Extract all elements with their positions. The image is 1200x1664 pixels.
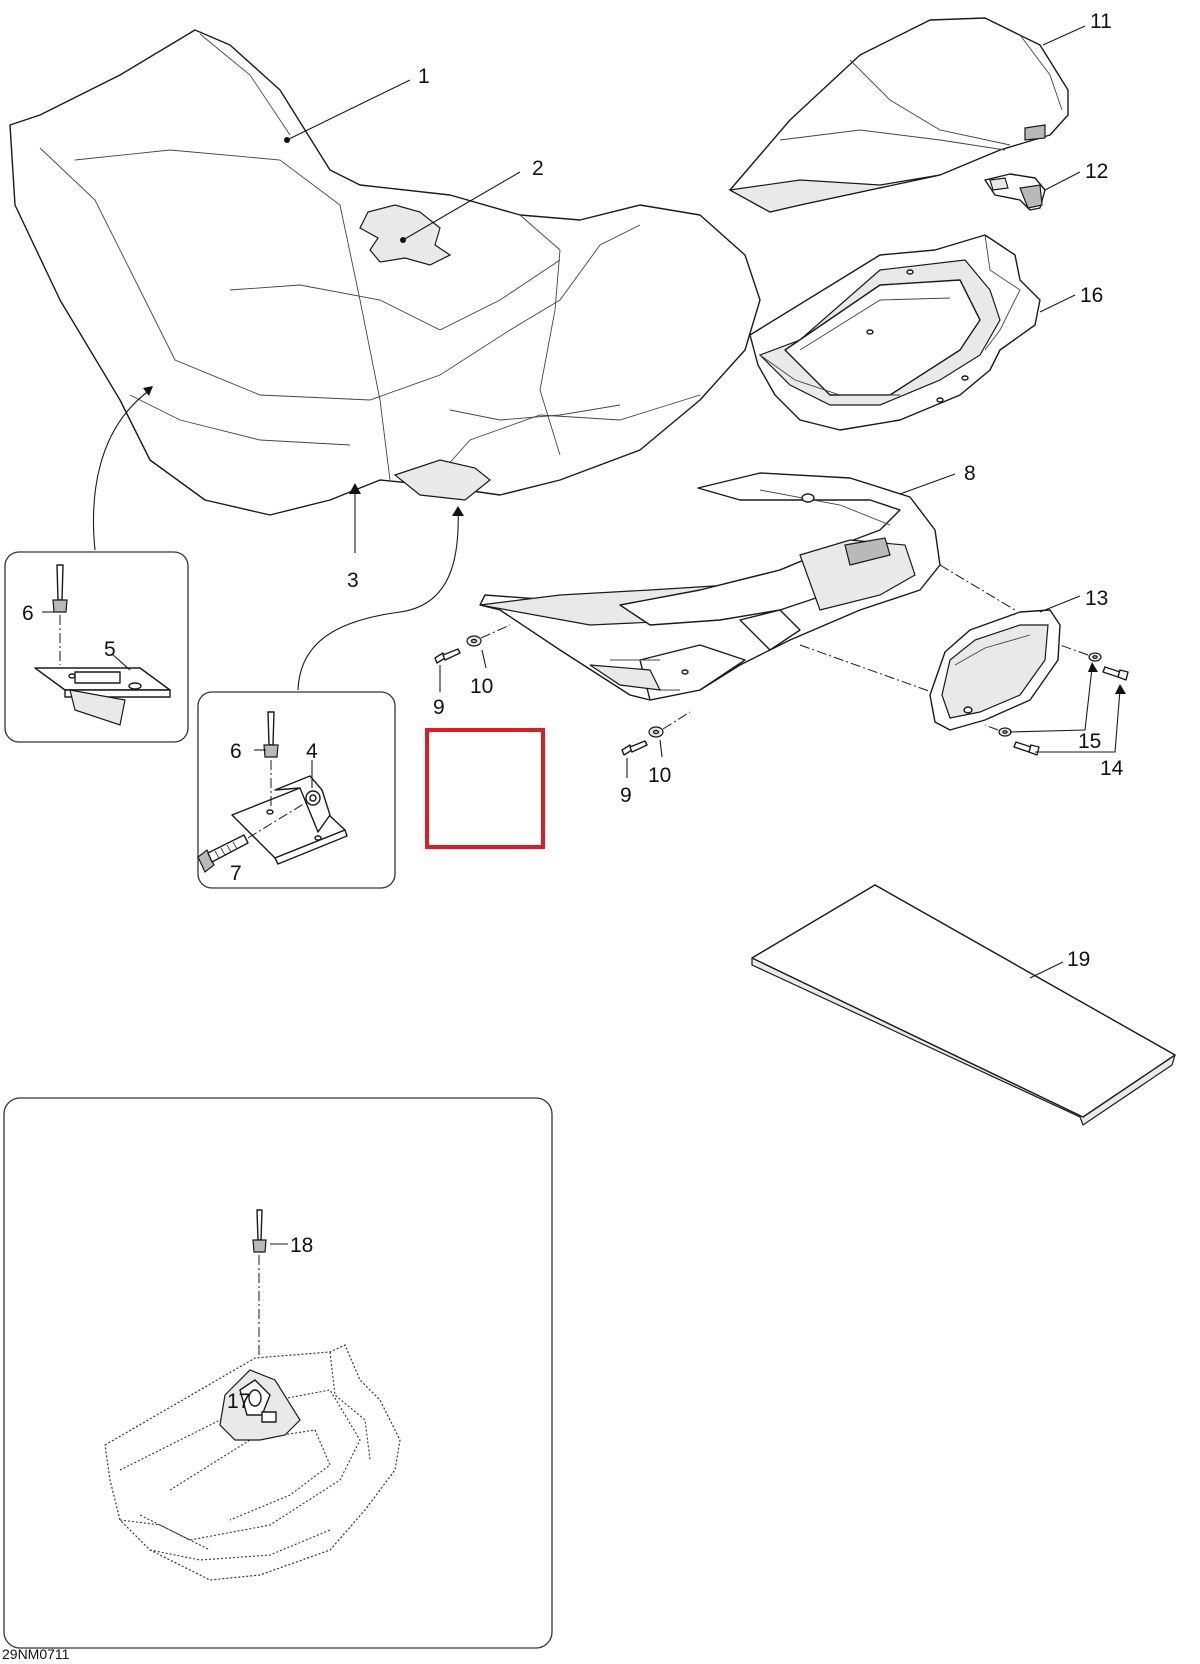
mat-19 bbox=[751, 884, 1176, 1126]
callout-7: 7 bbox=[230, 862, 242, 885]
callout-1: 1 bbox=[418, 65, 430, 88]
callout-13: 13 bbox=[1085, 587, 1108, 610]
screw-9a bbox=[434, 648, 461, 664]
callout-17: 17 bbox=[227, 1390, 250, 1413]
washer-10b bbox=[648, 726, 664, 738]
rivet-6a bbox=[52, 564, 68, 665]
highlight-box bbox=[425, 728, 545, 849]
storage-bin-16 bbox=[749, 234, 1041, 431]
rivet-6b bbox=[263, 711, 279, 808]
callout-9a: 9 bbox=[433, 696, 445, 719]
callout-3: 3 bbox=[347, 569, 359, 592]
callout-16: 16 bbox=[1080, 284, 1103, 307]
clip-17 bbox=[219, 1369, 301, 1441]
washer-15b bbox=[998, 727, 1012, 737]
callout-10a: 10 bbox=[470, 675, 493, 698]
lower-shell-8 bbox=[479, 472, 941, 701]
callout-9b: 9 bbox=[620, 784, 632, 807]
latch-12 bbox=[984, 173, 1046, 211]
seat-assembly bbox=[9, 29, 761, 516]
tail-light-13 bbox=[929, 609, 1061, 731]
callout-18: 18 bbox=[290, 1234, 313, 1257]
screw-14b bbox=[1013, 741, 1040, 756]
callout-10b: 10 bbox=[648, 764, 671, 787]
callout-14: 14 bbox=[1100, 757, 1124, 780]
callout-6a: 6 bbox=[22, 602, 34, 625]
callout-15: 15 bbox=[1078, 730, 1101, 753]
storage-bin-outline bbox=[104, 1344, 401, 1581]
figure-code: 29NM0711 bbox=[2, 1646, 70, 1662]
bolt-7 bbox=[197, 799, 311, 873]
callout-8: 8 bbox=[964, 462, 976, 485]
bracket-5 bbox=[34, 667, 171, 726]
cover-11 bbox=[728, 17, 1069, 213]
bracket-4 bbox=[231, 775, 348, 865]
screw-14a bbox=[1102, 666, 1129, 681]
washer-15a bbox=[1088, 652, 1102, 662]
callout-2: 2 bbox=[532, 157, 544, 180]
screw-9b bbox=[621, 740, 648, 756]
rivet-18 bbox=[252, 1209, 267, 1360]
washer-10a bbox=[466, 635, 482, 647]
callout-12: 12 bbox=[1085, 160, 1108, 183]
callout-11: 11 bbox=[1090, 10, 1112, 33]
callout-6b: 6 bbox=[230, 740, 242, 763]
callout-4: 4 bbox=[306, 740, 318, 763]
callout-5: 5 bbox=[104, 638, 116, 661]
callout-19: 19 bbox=[1067, 948, 1090, 971]
